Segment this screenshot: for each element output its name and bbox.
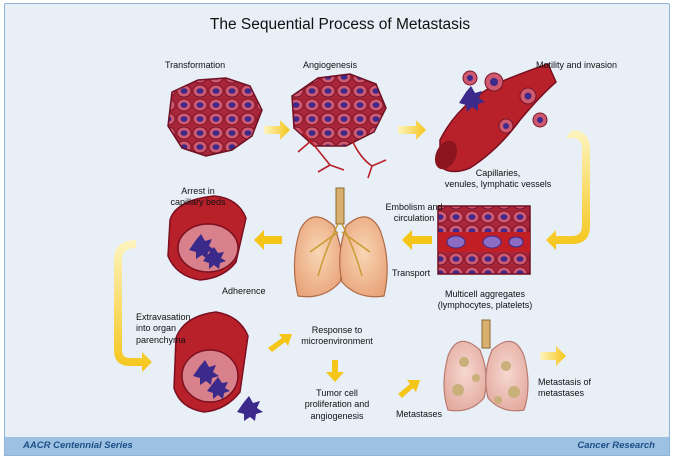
label-proliferation-line2: proliferation and <box>304 399 370 410</box>
label-multicell-line2: (lymphocytes, platelets) <box>437 300 533 311</box>
label-response: Response to microenvironment <box>296 325 378 348</box>
label-extravasation-line3: parenchyma <box>136 334 186 345</box>
label-arrest-line1: Arrest in <box>181 186 215 196</box>
label-arrest-line2: capillary beds <box>170 197 226 208</box>
arrow-arrest-to-extravasation <box>114 240 152 372</box>
multicell-aggregates-illustration <box>437 205 531 275</box>
label-extravasation-line1: Extravasation <box>136 312 191 322</box>
label-metastasis-of-line2: metastases <box>538 388 585 399</box>
label-embolism-line2: circulation <box>393 213 435 224</box>
arrow-transformation-to-angiogenesis <box>264 120 290 140</box>
label-proliferation-line1: Tumor cell <box>316 388 358 398</box>
label-angiogenesis: Angiogenesis <box>303 60 358 70</box>
arrow-extravasation-to-response <box>268 334 292 352</box>
figure-title: The Sequential Process of Metastasis <box>209 16 471 33</box>
lungs-illustration <box>293 187 388 298</box>
label-capillaries-line2: venules, lymphatic vessels <box>444 179 552 190</box>
flow-arrows <box>114 120 590 398</box>
extravasation-illustration <box>173 311 263 421</box>
label-arrest: Arrest in capillary beds <box>156 186 240 209</box>
label-multicell-line1: Multicell aggregates <box>444 289 526 299</box>
label-proliferation: Tumor cell proliferation and angiogenesi… <box>296 388 378 422</box>
footer-bar: AACR Centennial Series Cancer Research <box>4 437 670 456</box>
arrow-response-to-proliferation <box>326 360 344 382</box>
arrow-angiogenesis-to-motility <box>398 120 426 140</box>
label-multicell: Multicell aggregates (lymphocytes, plate… <box>420 289 550 312</box>
arrest-capillary-bed-illustration <box>167 195 247 281</box>
label-extravasation: Extravasation into organ parenchyma <box>136 312 191 346</box>
label-motility-invasion: Motility and invasion <box>536 60 618 70</box>
label-extravasation-line2: into organ <box>136 323 177 334</box>
arrow-proliferation-to-metastases <box>398 380 420 398</box>
label-transport: Transport <box>392 268 431 278</box>
label-embolism: Embolism and circulation <box>384 202 444 225</box>
motility-invasion-vessel-illustration <box>434 63 557 173</box>
label-embolism-line1: Embolism and <box>385 202 443 212</box>
angiogenesis-tissue-illustration <box>291 73 387 179</box>
label-metastasis-of-line1: Metastasis of <box>538 377 592 387</box>
label-response-line1: Response to <box>311 325 363 335</box>
arrow-lungs-to-arrest <box>254 230 282 250</box>
label-metastasis-of-metastases: Metastasis of metastases <box>538 377 591 400</box>
arrow-aggregates-to-lungs <box>402 230 432 250</box>
label-transformation: Transformation <box>165 60 226 70</box>
arrow-motility-to-aggregates <box>546 130 590 250</box>
label-metastases: Metastases <box>396 409 443 419</box>
label-adherence: Adherence <box>222 286 266 296</box>
label-capillaries-line1: Capillaries, <box>475 168 521 178</box>
arrow-metastasis-of-metastases <box>540 346 566 366</box>
metastases-lungs-illustration <box>443 319 529 412</box>
label-response-line2: microenvironment <box>301 336 373 347</box>
transformation-tissue-illustration <box>167 77 263 157</box>
label-capillaries: Capillaries, venules, lymphatic vessels <box>438 168 558 191</box>
footer-journal-name: Cancer Research <box>577 440 655 451</box>
footer-series-name: AACR Centennial Series <box>23 440 133 451</box>
label-proliferation-line3: angiogenesis <box>310 410 364 421</box>
